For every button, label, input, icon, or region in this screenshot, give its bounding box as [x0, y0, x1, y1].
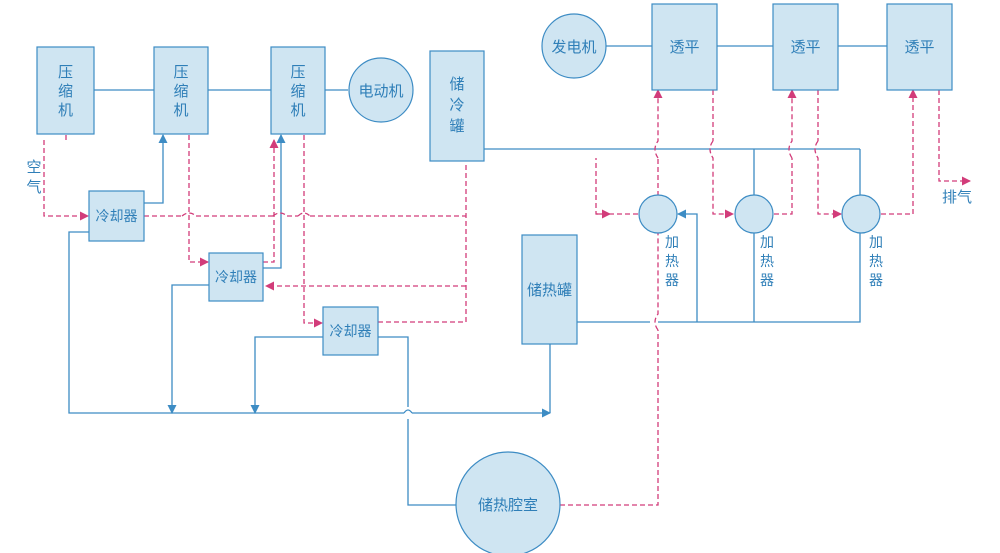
svg-text:机: 机	[173, 101, 188, 119]
hot-storage-tank: 储热罐	[521, 234, 578, 345]
svg-text:发电机: 发电机	[551, 38, 596, 56]
cooler-3: 冷却器	[322, 306, 379, 356]
svg-text:冷却器: 冷却器	[96, 209, 138, 225]
svg-text:热: 热	[665, 254, 679, 270]
heater-2: 加 热 器	[734, 194, 774, 289]
svg-text:压: 压	[173, 63, 188, 81]
svg-text:压: 压	[58, 63, 73, 81]
air-inlet-label: 空 气	[26, 158, 41, 196]
svg-text:器: 器	[869, 273, 883, 289]
cooler-2: 冷却器	[208, 252, 264, 302]
svg-text:加: 加	[665, 235, 679, 251]
svg-text:加: 加	[869, 235, 883, 251]
generator: 发电机	[541, 13, 607, 79]
turbine-3: 透平	[886, 3, 953, 91]
svg-text:冷: 冷	[449, 96, 464, 114]
heater-3: 加 热 器	[841, 194, 883, 289]
svg-text:冷却器: 冷却器	[330, 324, 372, 340]
heater-1: 加 热 器	[638, 194, 679, 289]
cooler-1: 冷却器	[88, 190, 145, 242]
svg-text:储: 储	[449, 75, 464, 93]
svg-text:缩: 缩	[58, 82, 73, 100]
svg-text:加: 加	[760, 235, 774, 251]
svg-text:机: 机	[58, 101, 73, 119]
svg-text:空: 空	[26, 158, 41, 176]
svg-text:热: 热	[760, 254, 774, 270]
svg-text:器: 器	[665, 273, 679, 289]
exhaust-label: 排气	[942, 188, 972, 206]
svg-text:压: 压	[290, 63, 305, 81]
svg-text:透平: 透平	[904, 38, 934, 56]
compressor-2: 压 缩 机	[153, 46, 209, 135]
svg-text:排气: 排气	[942, 188, 972, 206]
svg-text:缩: 缩	[290, 82, 305, 100]
svg-text:电动机: 电动机	[358, 82, 403, 100]
cold-storage-tank: 储 冷 罐	[429, 50, 485, 162]
compressor-1: 压 缩 机	[36, 46, 95, 135]
turbine-1: 透平	[651, 3, 718, 91]
dashed-flows	[43, 89, 971, 506]
svg-text:缩: 缩	[173, 82, 188, 100]
svg-text:热: 热	[869, 254, 883, 270]
svg-text:冷却器: 冷却器	[215, 270, 257, 286]
svg-text:储热腔室: 储热腔室	[478, 496, 538, 514]
svg-text:透平: 透平	[669, 38, 699, 56]
motor: 电动机	[348, 57, 414, 123]
heat-storage-cavity: 储热腔室	[455, 451, 561, 553]
svg-text:透平: 透平	[790, 38, 820, 56]
solid-connections	[68, 45, 887, 506]
compressor-3: 压 缩 机	[270, 46, 326, 135]
svg-text:气: 气	[26, 178, 41, 196]
svg-text:器: 器	[760, 273, 774, 289]
svg-text:罐: 罐	[449, 117, 464, 135]
svg-text:机: 机	[290, 101, 305, 119]
svg-text:储热罐: 储热罐	[527, 281, 572, 299]
turbine-2: 透平	[772, 3, 839, 91]
